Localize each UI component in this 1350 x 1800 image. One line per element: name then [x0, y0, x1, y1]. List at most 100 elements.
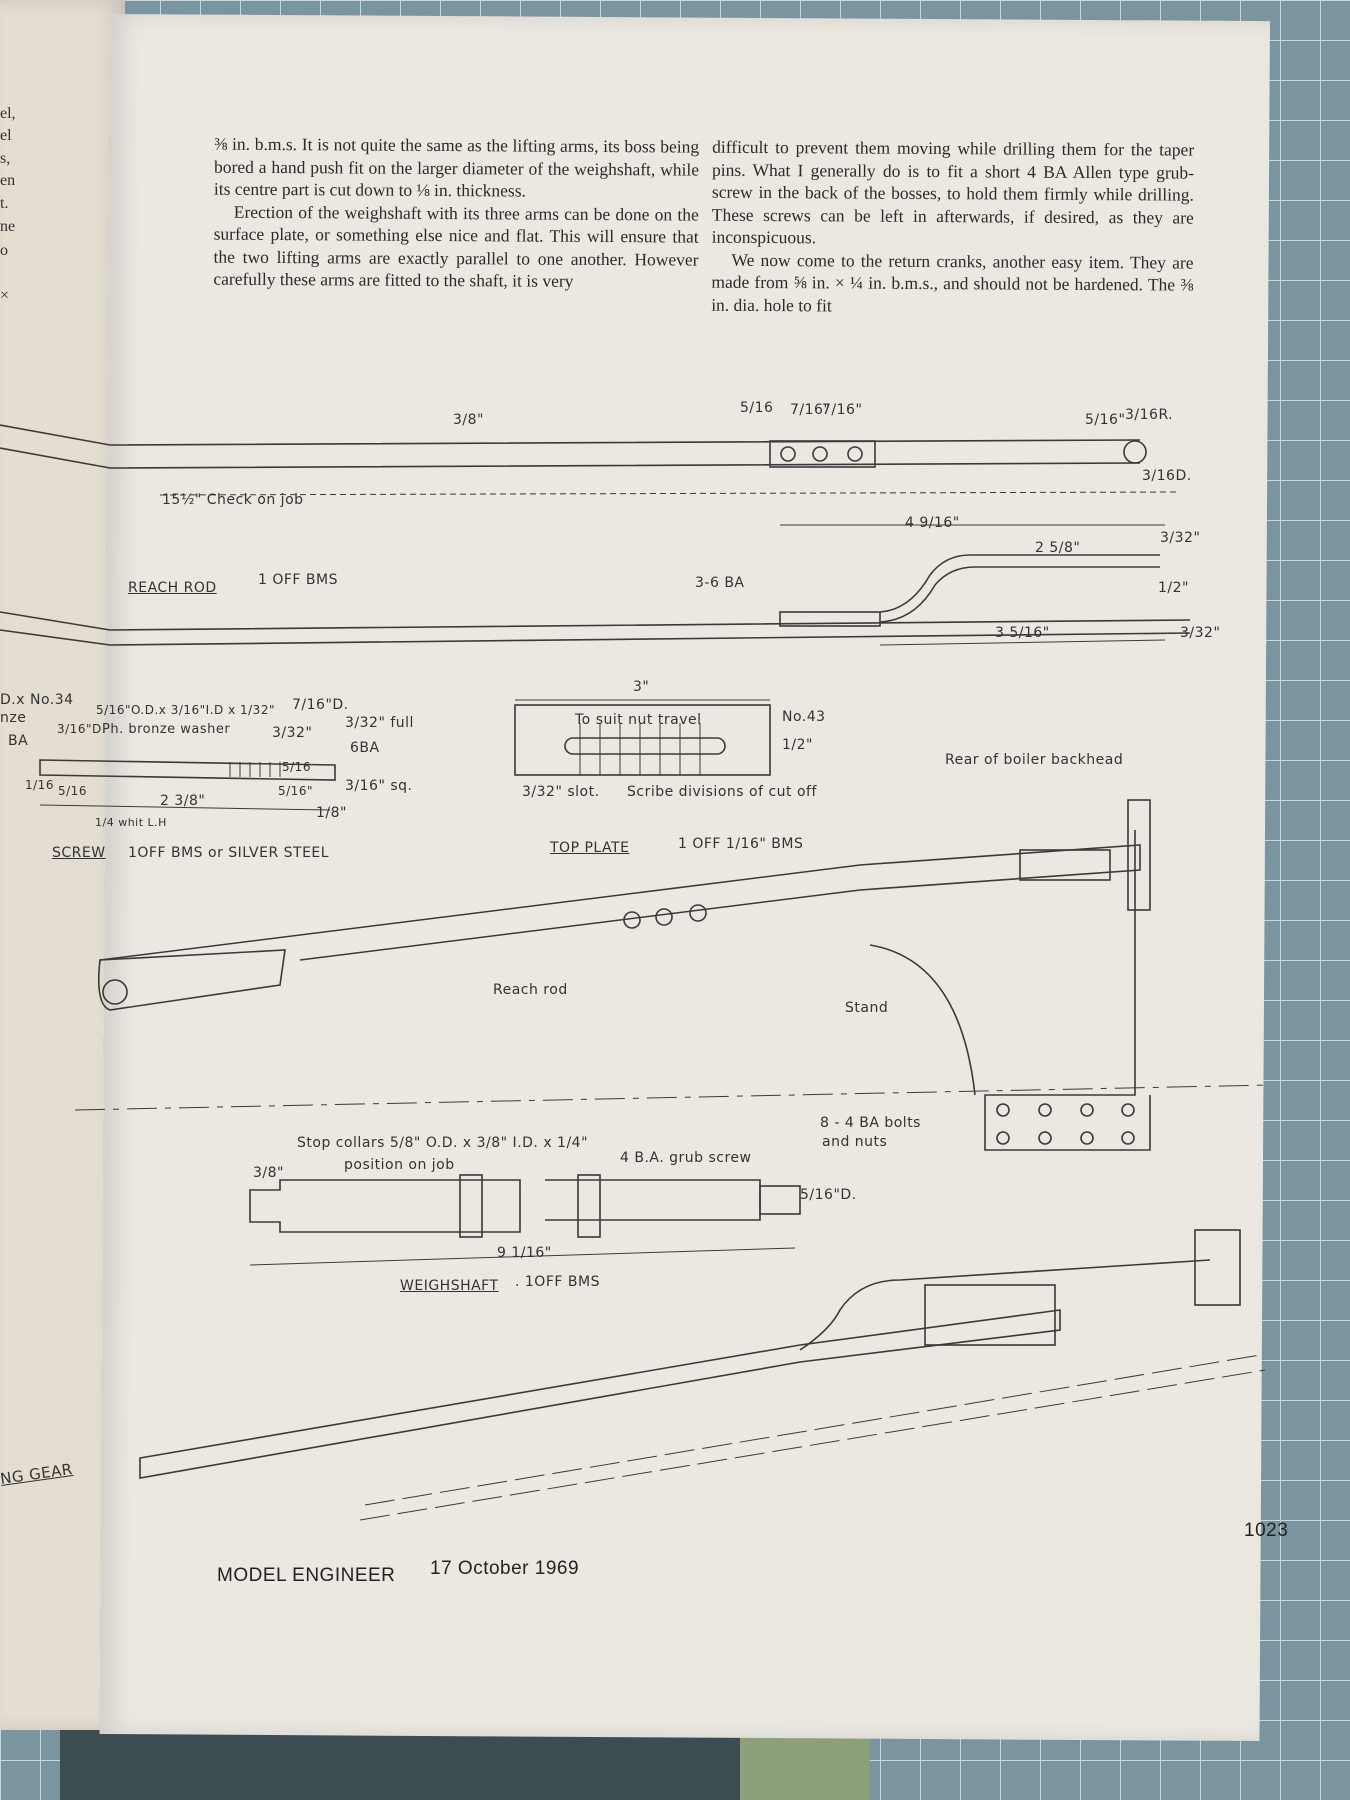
dim-label: 2 5/8"	[1035, 540, 1081, 556]
bolt	[655, 908, 673, 926]
perspective-crank	[799, 1259, 1211, 1351]
dim-label: 7/16"	[790, 402, 831, 418]
screw-title: SCREW	[52, 845, 106, 861]
cranked-rod	[879, 554, 1160, 623]
dim-label: 7/16"D.	[292, 697, 349, 713]
hole	[780, 446, 796, 462]
dim-label: 5/16	[58, 784, 87, 798]
dim-line	[249, 1247, 796, 1266]
dim-label: 3/8"	[453, 412, 484, 428]
dim-label: 5/16	[282, 760, 311, 774]
dim-label: 5/16"	[278, 784, 313, 798]
dim-label: nze	[0, 710, 27, 726]
dim-label: 3/32" slot.	[522, 784, 600, 800]
perspective-rod	[139, 1309, 1061, 1479]
hole	[847, 446, 863, 462]
dim-label: 3"	[633, 679, 650, 695]
dim-label: 3-6 BA	[695, 575, 745, 591]
left-fragment: s,	[0, 150, 11, 167]
stop-collar	[577, 1174, 601, 1238]
dim-label: Ph. bronze washer	[102, 722, 231, 737]
left-fragment: en	[0, 172, 16, 189]
dim-label: 3/8"	[253, 1165, 284, 1181]
dim-label: 9 1/16"	[497, 1245, 552, 1261]
left-fragment: t.	[0, 195, 9, 212]
dim-label: Scribe divisions of cut off	[627, 784, 817, 800]
perspective-handwheel	[1194, 1229, 1241, 1306]
rod-end-eye	[1123, 440, 1147, 464]
top-plate-spec: 1 OFF 1/16" BMS	[678, 836, 804, 852]
centre-line	[74, 1084, 1271, 1111]
dim-label: 3/16R.	[1125, 407, 1174, 423]
issue-date: 17 October 1969	[430, 1558, 580, 1579]
assembly-label: Reach rod	[493, 982, 568, 998]
rod-side-plate	[779, 611, 881, 627]
dim-label: position on job	[344, 1157, 455, 1173]
dim-label: To suit nut travel	[575, 712, 702, 728]
reach-rod-end	[97, 949, 286, 1011]
left-fragment: o	[0, 242, 8, 259]
page-number: 1023	[1244, 1520, 1289, 1541]
reach-rod-assembly	[99, 844, 1141, 961]
assembly-label: Rear of boiler backhead	[945, 752, 1124, 768]
weighshaft-spec: . 1OFF BMS	[515, 1274, 600, 1290]
rod-side-line	[0, 629, 1191, 646]
centre-line	[364, 1354, 1261, 1506]
reach-rod-boss	[769, 440, 876, 468]
assembly-label: Stand	[845, 1000, 889, 1016]
dim-label: 5/16"	[1085, 412, 1126, 428]
dim-label: 1/8"	[316, 805, 347, 821]
dim-label: Stop collars 5/8" O.D. x 3/8" I.D. x 1/4…	[297, 1135, 589, 1151]
dim-label: No.43	[782, 709, 826, 725]
dim-label: D.x No.34	[0, 692, 74, 708]
dim-label: 6BA	[350, 740, 380, 756]
dim-line	[879, 639, 1166, 646]
dim-label: 3/32"	[1180, 625, 1221, 641]
stand-bolts	[996, 1103, 1135, 1145]
dim-label: 1/4 whit L.H	[95, 816, 167, 829]
dim-label: 3/32" full	[345, 715, 414, 731]
reach-rod-line	[0, 424, 1141, 446]
dim-label: BA	[8, 733, 29, 749]
top-plate-outline	[514, 704, 771, 776]
dim-label: 1/16	[25, 778, 54, 792]
left-fragment: el	[0, 127, 12, 144]
left-fragment: ne	[0, 218, 16, 235]
dim-label: 4 9/16"	[905, 515, 960, 531]
backhead-plate	[1127, 799, 1151, 911]
dim-label: 3/16D.	[1142, 468, 1192, 484]
centre-line	[359, 1369, 1266, 1521]
scribe-divisions	[579, 723, 701, 775]
top-plate-slot	[564, 737, 726, 755]
weighshaft-title: WEIGHSHAFT	[400, 1278, 499, 1294]
rod-eye	[102, 979, 128, 1005]
screw-spec: 1OFF BMS or SILVER STEEL	[128, 845, 330, 861]
bolt	[689, 904, 707, 922]
perspective-block	[924, 1284, 1056, 1346]
screw-thread	[229, 762, 281, 777]
screw-body	[39, 759, 336, 781]
dim-label: 7/16"	[822, 402, 863, 418]
magazine-name: MODEL ENGINEER	[217, 1565, 396, 1586]
weighshaft-left	[249, 1179, 521, 1233]
assembly-label: 8 - 4 BA bolts	[820, 1115, 921, 1131]
shaft-end	[759, 1185, 801, 1215]
dim-label: 2 3/8"	[160, 793, 206, 809]
dim-label: 3 5/16"	[995, 625, 1050, 641]
dim-label: 4 B.A. grub screw	[620, 1150, 752, 1166]
rod-side-line	[0, 611, 1191, 631]
reach-rod-spec: 1 OFF BMS	[258, 572, 339, 588]
top-plate-title: TOP PLATE	[550, 840, 630, 856]
dim-label: 3/32"	[1160, 530, 1201, 546]
dim-label: 3/16"D.	[57, 722, 107, 736]
dim-label: 3/32"	[272, 725, 313, 741]
screw-thread-block	[1019, 849, 1111, 881]
dim-label: 5/16"D.	[800, 1187, 857, 1203]
dim-line	[39, 804, 331, 811]
reach-rod-line	[0, 447, 1141, 469]
dim-line	[159, 491, 1181, 496]
assembly-label: and nuts	[822, 1134, 888, 1150]
dim-label: 5/16"O.D.x 3/16"I.D x 1/32"	[96, 703, 275, 717]
bolt	[623, 911, 641, 929]
